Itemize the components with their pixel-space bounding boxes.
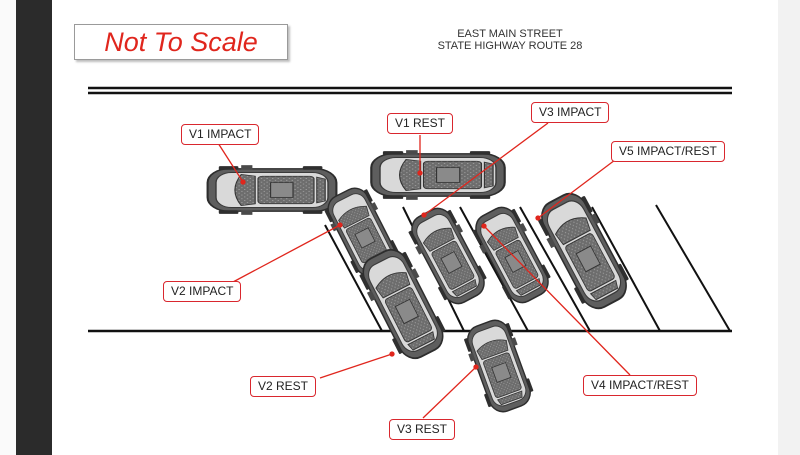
leader-v5-dot xyxy=(535,215,541,221)
vehicle-v1-rest xyxy=(370,149,506,201)
leader-v1-rest-dot xyxy=(417,170,423,176)
leader-v4 xyxy=(483,225,631,376)
leader-lines xyxy=(217,122,631,419)
parking-stall-line xyxy=(459,206,529,332)
leader-v3-impact-dot xyxy=(421,212,427,218)
leader-v4-dot xyxy=(481,223,487,229)
label-v4-impact-rest: V4 IMPACT/REST xyxy=(583,375,697,396)
viewer-left-margin xyxy=(0,0,16,455)
street-caption: EAST MAIN STREET STATE HIGHWAY ROUTE 28 xyxy=(380,28,640,52)
viewer-right-margin xyxy=(778,0,800,455)
label-v5-impact-rest: V5 IMPACT/REST xyxy=(611,141,725,162)
leader-v2-rest-dot xyxy=(389,351,395,357)
vehicle-v5-impact-rest xyxy=(531,185,637,317)
leader-v3-rest-dot xyxy=(473,364,479,370)
label-v1-impact: V1 IMPACT xyxy=(181,124,260,145)
parking-stall-line xyxy=(655,204,731,332)
parking-stall-line xyxy=(519,206,591,332)
leader-v3-impact xyxy=(423,122,549,216)
label-v3-impact: V3 IMPACT xyxy=(531,102,610,123)
leader-v1-impact xyxy=(217,142,244,183)
vehicle-v1-impact xyxy=(206,164,338,216)
parking-stall-line xyxy=(591,206,661,332)
parking-stall-line xyxy=(324,224,383,332)
not-to-scale-note: Not To Scale xyxy=(74,24,288,60)
label-v1-rest: V1 REST xyxy=(387,113,454,134)
label-v2-impact: V2 IMPACT xyxy=(163,281,242,302)
label-v2-rest: V2 REST xyxy=(250,376,317,397)
leader-v1-impact-dot xyxy=(240,179,246,185)
label-v3-rest: V3 REST xyxy=(389,419,456,440)
leader-v2-impact xyxy=(232,224,341,283)
street-name: EAST MAIN STREET xyxy=(457,28,563,40)
leader-v5 xyxy=(537,159,616,219)
leader-v2-rest xyxy=(319,353,393,379)
route-name: STATE HIGHWAY ROUTE 28 xyxy=(437,40,583,52)
leader-v3-rest xyxy=(422,366,477,419)
leader-v2-impact-dot xyxy=(337,222,343,228)
